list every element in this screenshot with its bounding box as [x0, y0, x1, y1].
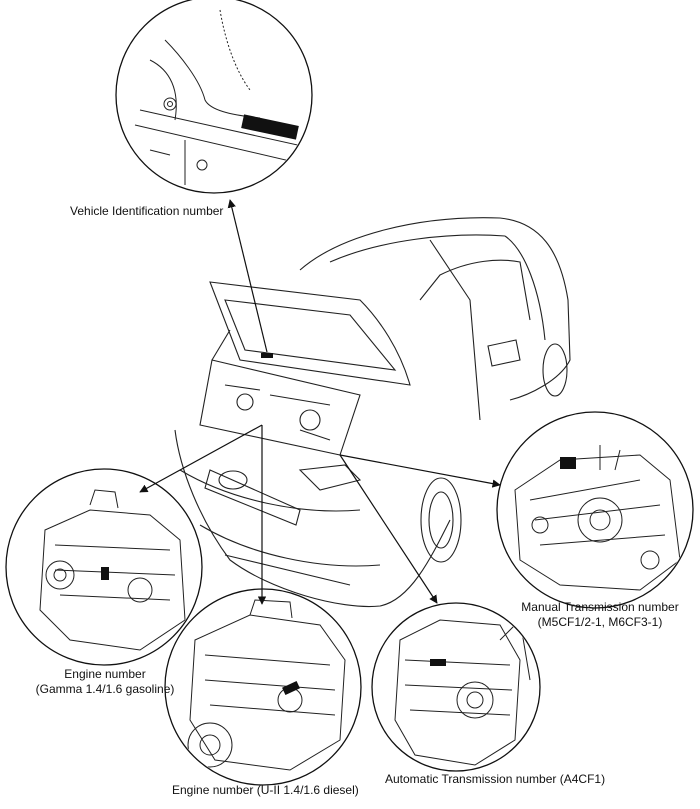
manual-trans-label-line1: Manual Transmission number [521, 600, 679, 614]
vin-location-mark [261, 353, 273, 358]
manual-trans-label-line2: (M5CF1/2-1, M6CF3-1) [537, 615, 663, 629]
manual-trans-arrow [339, 454, 501, 488]
vin-detail-circle [115, 0, 313, 194]
manual-transmission-circle [496, 411, 694, 609]
diesel-engine-label: Engine number (U-II 1.4/1.6 diesel) [172, 783, 359, 797]
auto-trans-number-mark [430, 659, 446, 666]
auto-transmission-circle [371, 602, 541, 772]
car-illustration [174, 217, 571, 608]
vin-label: Vehicle Identification number [70, 204, 224, 218]
gas-engine-label-line1: Engine number [64, 667, 146, 681]
vin-arrow [227, 199, 268, 353]
vin-plate-mark [241, 114, 299, 140]
gas-engine-number-mark [101, 567, 109, 580]
diesel-engine-circle [164, 588, 362, 786]
diesel-engine-number-mark [282, 680, 300, 696]
gas-engine-label: Engine number (Gamma 1.4/1.6 gasoline) [10, 667, 200, 697]
manual-trans-number-mark [560, 457, 576, 469]
manual-trans-label: Manual Transmission number (M5CF1/2-1, M… [500, 600, 700, 630]
leader-arrows [139, 199, 501, 605]
auto-trans-label: Automatic Transmission number (A4CF1) [385, 772, 606, 786]
gasoline-engine-circle [5, 468, 203, 666]
gas-engine-label-line2: (Gamma 1.4/1.6 gasoline) [35, 682, 175, 696]
gas-engine-arrow [139, 424, 263, 493]
auto-trans-arrow [339, 454, 438, 604]
